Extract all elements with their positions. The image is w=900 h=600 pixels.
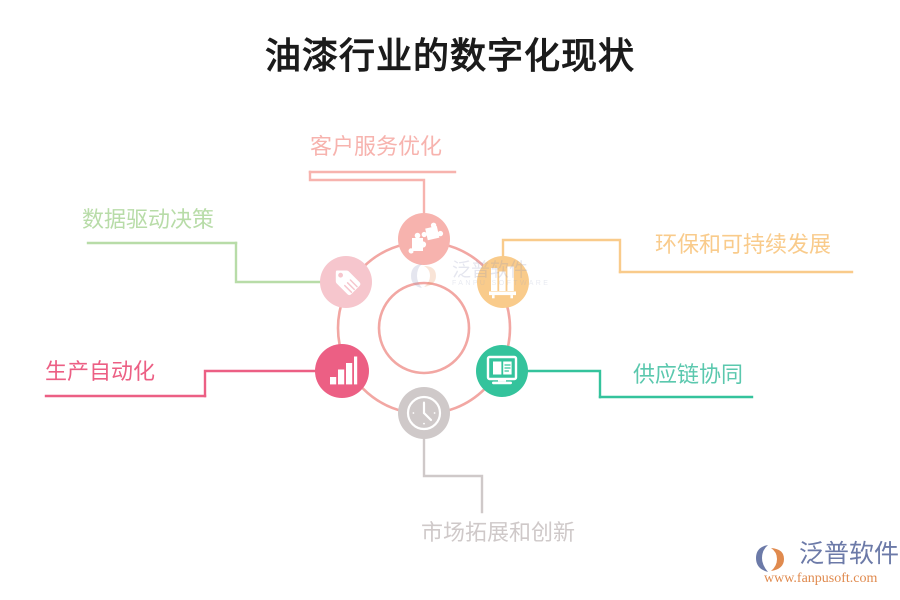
brand-logo-mark: [756, 545, 784, 572]
node-supply-chain[interactable]: [476, 345, 528, 397]
clock-icon: [406, 395, 442, 431]
bar-chart-icon: [330, 356, 358, 385]
node-circle-customer-service[interactable]: [398, 213, 450, 265]
label-market-expansion: 市场拓展和创新: [421, 520, 576, 545]
label-customer-service: 客户服务优化: [310, 134, 443, 159]
label-production-automation: 生产自动化: [45, 359, 156, 384]
connector-green-sustainable: [501, 238, 854, 274]
label-supply-chain: 供应链协同: [633, 362, 744, 387]
connector-data-driven: [86, 241, 322, 284]
puzzle-icon: [408, 222, 444, 254]
price-tag-icon: [335, 270, 361, 296]
open-book-icon: [486, 355, 518, 385]
brand-logo-name: 泛普软件: [799, 541, 900, 568]
node-customer-service[interactable]: [398, 213, 450, 265]
brand-logo: 泛普软件 www.fanpusoft.com: [760, 540, 899, 590]
page-title: 油漆行业的数字化现状: [264, 36, 635, 76]
brand-logo-url: www.fanpusoft.com: [764, 571, 878, 586]
node-market-expansion[interactable]: [398, 387, 450, 439]
inner-ring: [377, 281, 471, 375]
connector-customer-service: [308, 170, 457, 214]
connector-production-automation: [44, 369, 317, 398]
label-green-sustainable: 环保和可持续发展: [655, 232, 832, 257]
center-watermark-mark: [411, 264, 436, 288]
connector-market-expansion: [422, 437, 484, 514]
label-data-driven: 数据驱动决策: [82, 207, 215, 232]
node-circle-supply-chain[interactable]: [476, 345, 528, 397]
connector-supply-chain: [526, 369, 754, 399]
node-production-automation[interactable]: [315, 344, 369, 398]
books-shelf-icon: [489, 266, 516, 299]
node-data-driven[interactable]: [320, 256, 372, 308]
node-green-sustainable[interactable]: [477, 256, 529, 308]
